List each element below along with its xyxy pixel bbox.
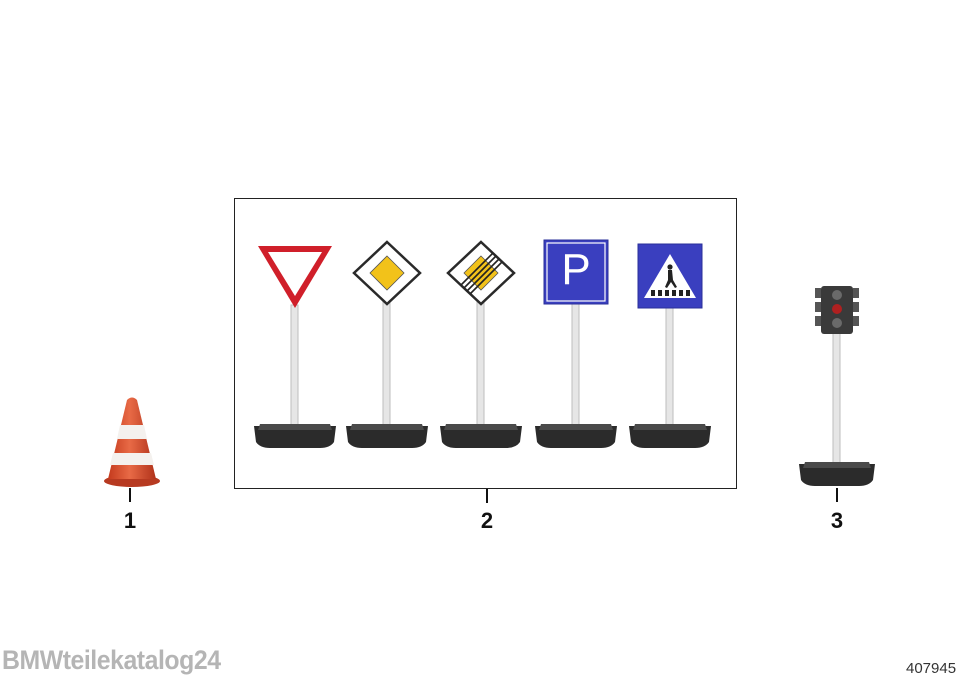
end-priority-road-sign xyxy=(440,240,522,448)
sign-set-frame xyxy=(234,198,737,489)
leader-line-2 xyxy=(486,489,488,503)
traffic-cone xyxy=(104,397,160,487)
priority-road-sign xyxy=(346,240,428,448)
traffic-light xyxy=(799,286,875,486)
leader-line-1 xyxy=(129,488,131,502)
callout-number-2: 2 xyxy=(480,508,494,533)
pedestrian-crossing-sign xyxy=(629,243,711,448)
parking-sign: P xyxy=(531,238,621,450)
diagram-id: 407945 xyxy=(906,660,957,677)
watermark: BMWteilekatalog24 xyxy=(2,645,221,675)
parking-sign-graphic xyxy=(535,239,617,448)
callout-number-3: 3 xyxy=(830,508,844,533)
parking-letter: P xyxy=(561,245,591,294)
callout-number-1: 1 xyxy=(123,508,137,533)
leader-line-3 xyxy=(836,488,838,502)
yield-sign xyxy=(254,246,336,448)
